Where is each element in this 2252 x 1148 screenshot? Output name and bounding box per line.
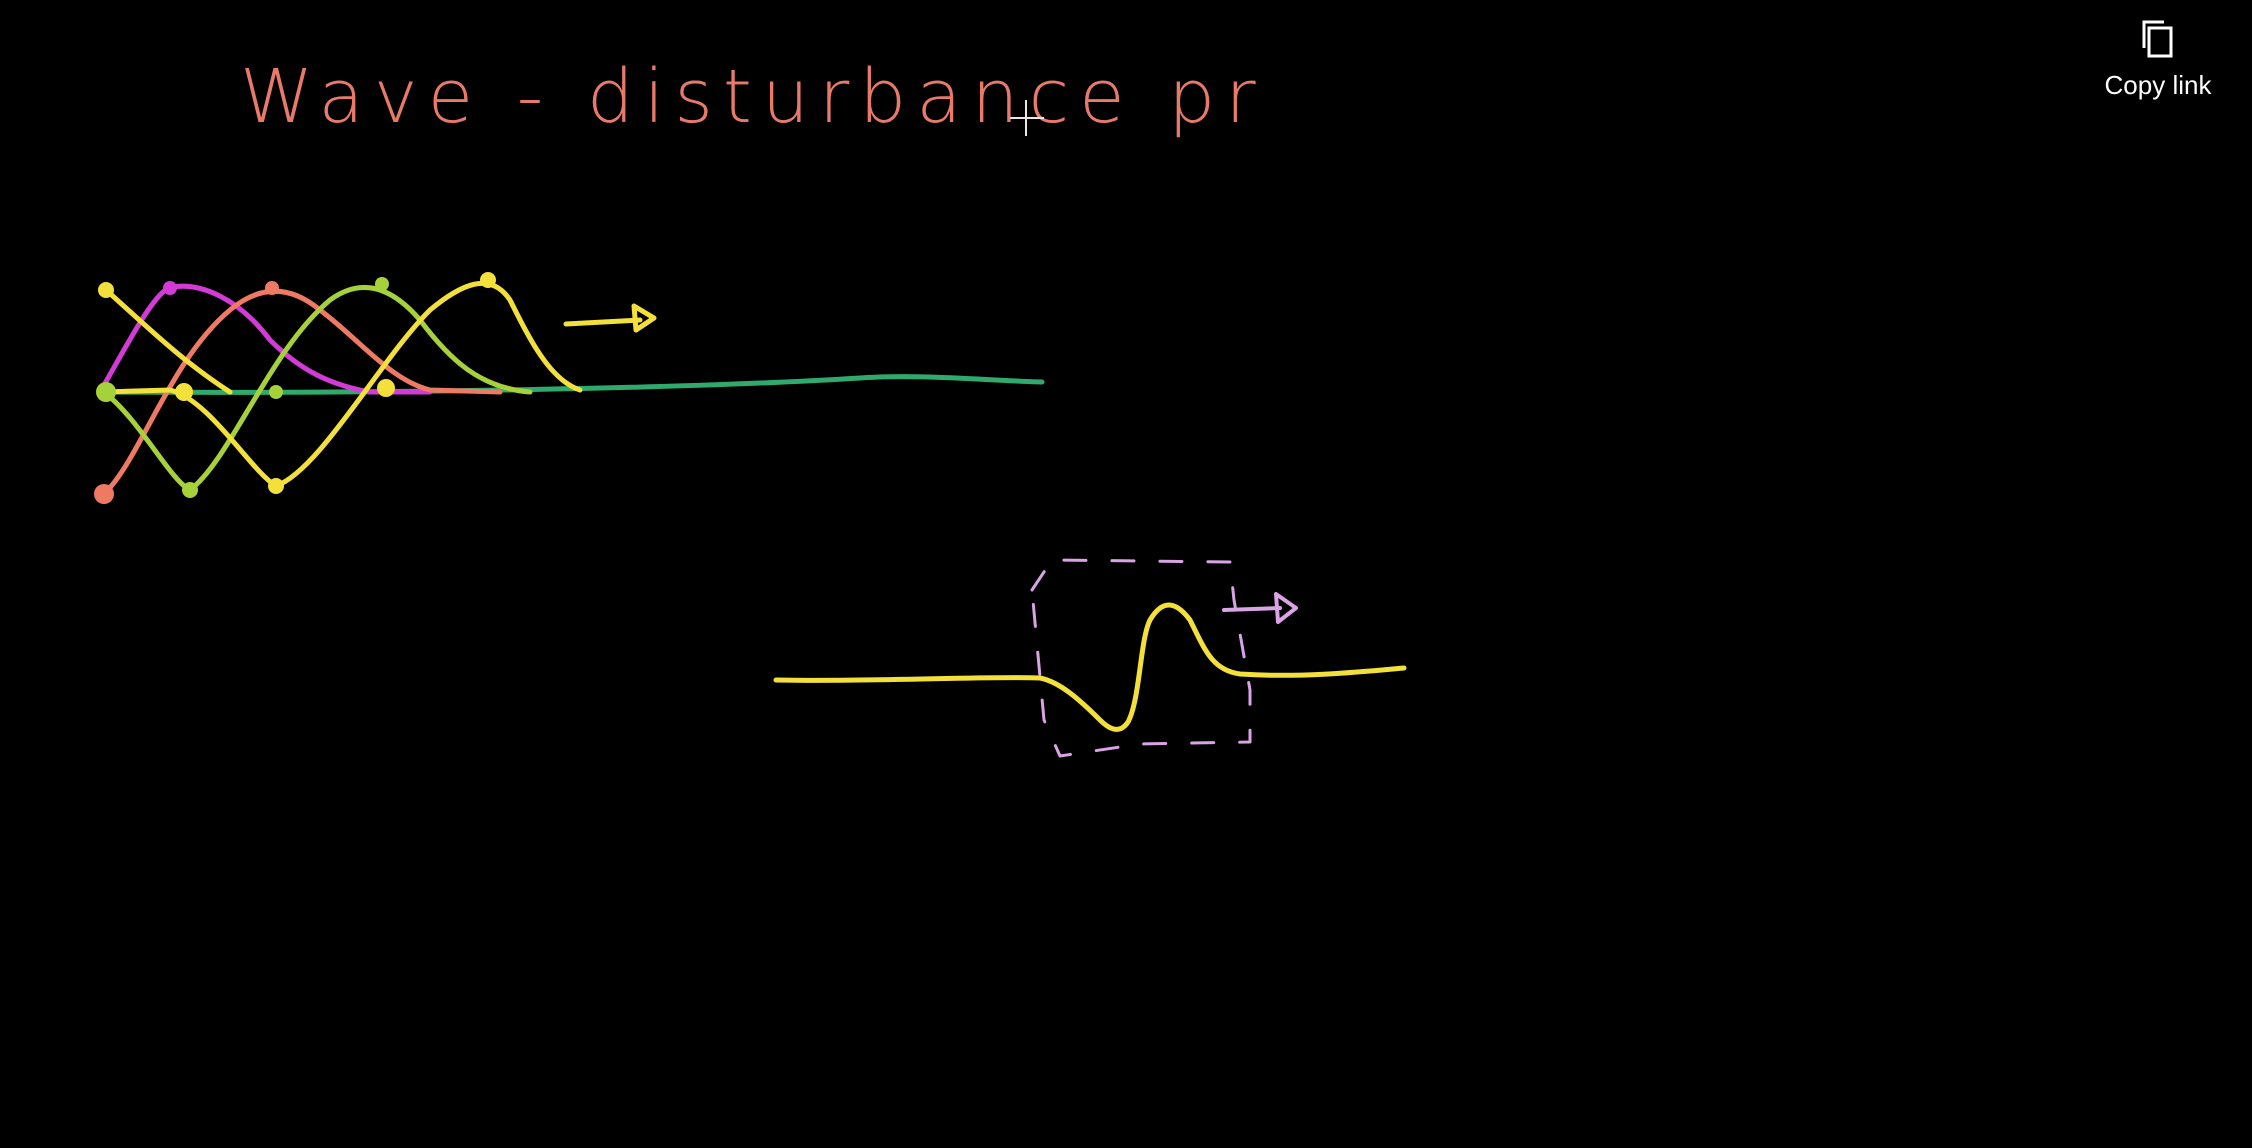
copy-link-button[interactable]: Copy link [2078,14,2238,101]
pulse-string [773,602,1407,732]
pulse-direction-arrow [1222,606,1282,612]
salmon-pulse [101,288,503,497]
yellow-initial-segment [103,287,233,395]
lime-pulse [101,284,533,493]
pen-cursor [1010,100,1044,136]
magenta-pulse [97,283,433,395]
single-pulse-diagram [773,558,1407,758]
propagation-arrow [563,317,643,327]
yellow-pulse [101,280,583,489]
baseline-string [97,374,1045,395]
copy-link-label: Copy link [2104,70,2212,100]
propagation-arrowhead [631,303,657,333]
pulse-direction-arrowhead [1274,592,1298,624]
wave-snapshots [97,280,1045,497]
handwritten-heading: Wave - disturbance pr [240,54,1266,140]
wave-points [94,272,496,504]
copy-icon [2142,20,2173,58]
